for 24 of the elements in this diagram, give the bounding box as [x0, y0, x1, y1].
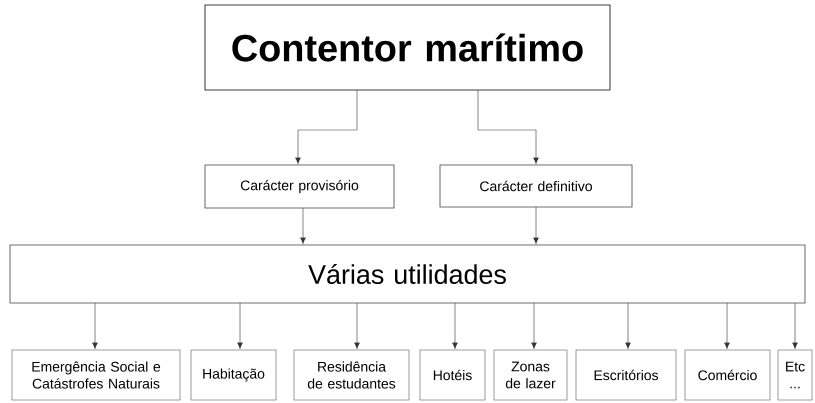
arrow	[92, 303, 98, 349]
arrow	[533, 207, 539, 244]
arrow	[237, 303, 243, 349]
category-box: Carácter provisório	[204, 164, 394, 208]
item-box: Etc ...	[778, 350, 812, 400]
item-box: Hotéis	[420, 350, 486, 400]
title-box: Contentor marítimo	[204, 4, 610, 90]
arrow	[792, 303, 798, 349]
item-box: Residência de estudantes	[294, 350, 410, 400]
category-box: Carácter definitivo	[440, 164, 632, 208]
band-box: Várias utilidades	[10, 244, 806, 304]
arrow	[300, 208, 306, 244]
arrow	[625, 303, 631, 349]
arrow	[354, 303, 360, 349]
arrow	[724, 303, 730, 349]
arrow	[531, 303, 537, 349]
item-box: Emergência Social e Catástrofes Naturais	[12, 350, 180, 400]
item-box: Comércio	[684, 350, 770, 400]
arrow	[295, 90, 358, 164]
item-box: Escritórios	[576, 350, 676, 400]
arrow	[478, 90, 539, 164]
item-box: Zonas de lazer	[494, 350, 568, 400]
item-box: Habitação	[190, 350, 276, 400]
arrow	[452, 303, 458, 349]
